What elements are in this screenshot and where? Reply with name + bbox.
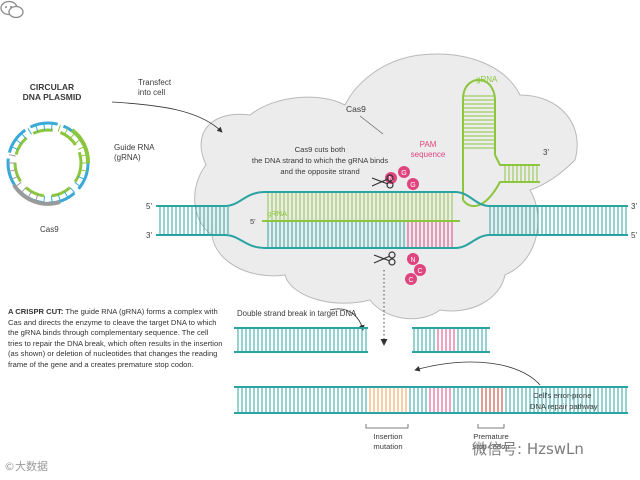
break-arrow: [329, 308, 365, 331]
dna-5prime-left: 5': [146, 202, 152, 211]
plasmid-rung: [57, 124, 61, 132]
break-label: Double strand break in target DNA: [237, 309, 357, 318]
grna-top-label: gRNA: [476, 75, 498, 84]
transfect-arrow: [111, 101, 223, 133]
plasmid-rung: [8, 154, 16, 157]
guide-rna-label-1: Guide RNA: [114, 143, 155, 152]
pam-nucleotides-bottom: N C C: [405, 253, 426, 285]
pam-c1-bottom: C: [417, 268, 422, 275]
plasmid-rung: [80, 154, 88, 157]
plasmid-rung: [77, 175, 85, 180]
plasmid-rung: [57, 194, 61, 202]
insertion-label-2: mutation: [373, 442, 402, 451]
plasmid-rung: [35, 124, 39, 132]
transfect-label-2: into cell: [138, 88, 165, 97]
cell-body: [194, 53, 578, 320]
cuts-text-1: Cas9 cuts both: [295, 145, 346, 154]
cuts-text-3: and the opposite strand: [280, 167, 359, 176]
repaired-dna: [234, 386, 628, 414]
watermark-left: ©大数据: [4, 460, 48, 473]
cell-cas9-label: Cas9: [346, 104, 366, 114]
insertion-bracket: [365, 424, 409, 429]
dna-3prime-left: 3': [146, 231, 152, 240]
stop-codon-bracket: [477, 424, 505, 429]
caption-body: The guide RNA (gRNA) forms a complex wit…: [8, 307, 223, 369]
plasmid-rung: [11, 175, 19, 180]
pam-circle: [414, 264, 426, 276]
plasmid-rung: [64, 191, 69, 198]
pam-g2-top: G: [410, 182, 415, 189]
pam-label-2: sequence: [411, 150, 446, 159]
pam-c2-bottom: C: [408, 277, 413, 284]
watermark-right: 微信号: HzswLn: [472, 440, 584, 458]
wechat-icon: [0, 0, 24, 19]
pam-n-top: N: [388, 176, 393, 183]
plasmid-rung: [20, 187, 27, 194]
plasmid-rung: [8, 169, 16, 172]
cuts-text-2: the DNA strand to which the gRNA binds: [252, 156, 389, 165]
grna-3prime: 3': [543, 148, 549, 157]
plasmid-title-2: DNA PLASMID: [23, 92, 82, 102]
pam-circle: [398, 166, 410, 178]
plasmid-rung: [74, 181, 81, 187]
pam-circle: [405, 273, 417, 285]
cas9-pointer: [359, 115, 384, 135]
pam-circle: [407, 253, 419, 265]
plasmid-rung: [35, 194, 39, 202]
plasmid-rung: [27, 191, 32, 198]
plasmid-rungs: [8, 123, 88, 203]
grna-bound-label: gRNA: [267, 209, 287, 218]
caption-lead: A CRISPR CUT:: [8, 307, 64, 316]
plasmid-rung: [69, 187, 76, 194]
pam-label-1: PAM: [420, 140, 437, 149]
plasmid-rung: [64, 128, 69, 135]
plasmid-rung: [69, 132, 76, 139]
grna-5prime: 5': [250, 217, 256, 226]
dna-5prime-right: 5': [631, 231, 637, 240]
repair-pathway-label-2: DNA repair pathway: [530, 402, 598, 411]
pam-nucleotides-top: N G G: [385, 166, 419, 190]
scissors-icon: [371, 174, 394, 189]
plasmid-rung: [20, 132, 27, 139]
repair-pathway-arrow: [414, 361, 541, 386]
caption: A CRISPR CUT: The guide RNA (gRNA) forms…: [8, 307, 223, 371]
pam-circle: [407, 178, 419, 190]
plasmid-rung: [11, 146, 19, 151]
plasmid-cas9-label: Cas9: [40, 225, 59, 234]
insertion-label-1: Insertion: [373, 432, 402, 441]
plasmid-rung: [15, 181, 22, 187]
dna-3prime-right: 3': [631, 202, 637, 211]
broken-dna-right: [412, 327, 490, 353]
pam-n-bottom: N: [410, 257, 415, 264]
scissors-icon: [373, 251, 396, 266]
plasmid-rung: [43, 123, 46, 131]
stop-codon-label-2: stop codon: [472, 442, 509, 451]
plasmid-rung: [80, 169, 88, 172]
plasmid-rung: [43, 195, 46, 203]
plasmid-title-1: CIRCULAR: [30, 82, 74, 92]
plasmid-rung: [27, 128, 32, 135]
target-dna: [156, 191, 628, 249]
plasmid-rung: [50, 123, 53, 131]
dna-plasmid: [6, 121, 91, 206]
transfect-label-1: Transfect: [138, 78, 172, 87]
guide-rna-label-2: (gRNA): [114, 153, 141, 162]
plasmid-rung: [15, 139, 22, 145]
pam-circle: [385, 172, 397, 184]
stop-codon-label-1: Premature: [473, 432, 508, 441]
plasmid-rung: [77, 146, 85, 151]
pam-g1-top: G: [401, 170, 406, 177]
plasmid-rung: [50, 195, 53, 203]
plasmid-rung: [74, 139, 81, 145]
broken-dna-left: [234, 327, 368, 353]
repair-pathway-label-1: Cell's error-prone: [533, 391, 591, 400]
